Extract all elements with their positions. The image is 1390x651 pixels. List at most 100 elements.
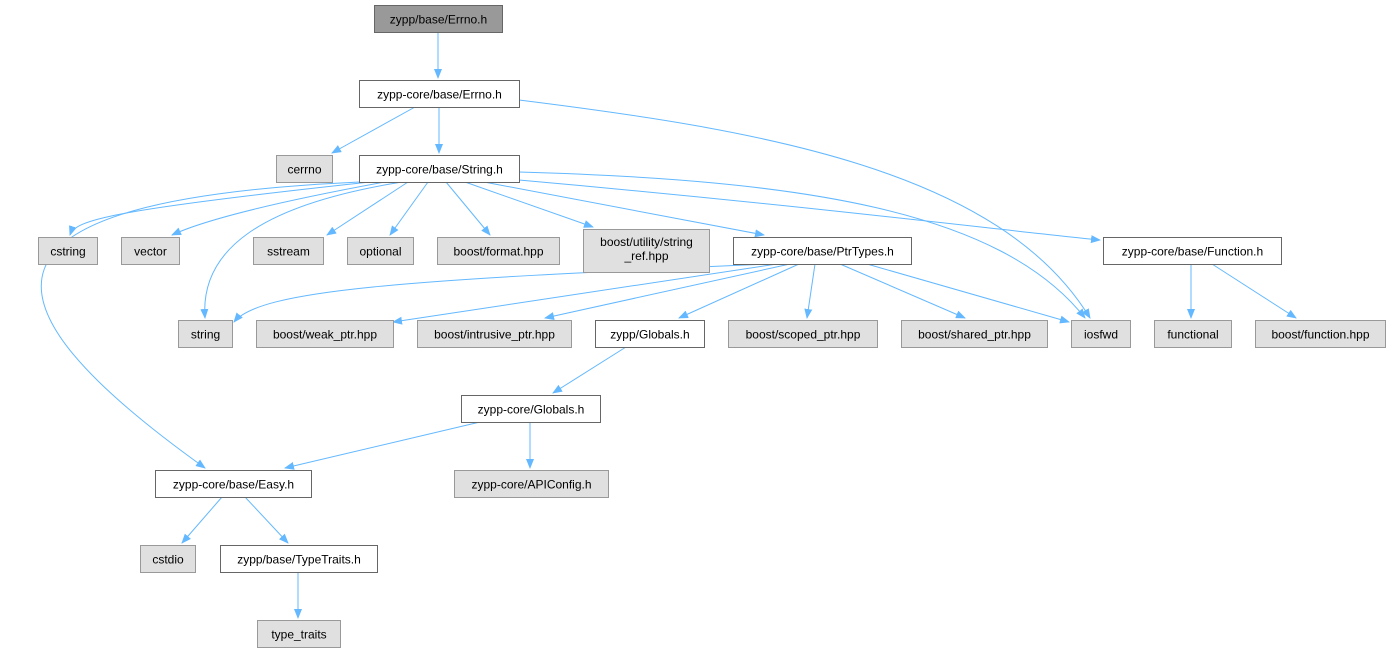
edge-string_h-to-sstream	[326, 181, 409, 236]
node-label: boost/shared_ptr.hpp	[918, 328, 1031, 342]
edge-function_h-to-boost_function	[1211, 263, 1297, 319]
edge-ptrtypes-to-weak_ptr	[392, 263, 778, 325]
node-box	[728, 320, 878, 348]
node-label: type_traits	[271, 628, 326, 642]
edge-string_h-to-optional	[389, 181, 429, 236]
edge-string_h-to-string	[200, 181, 403, 319]
edge-core_globals-to-easy_h	[284, 421, 481, 470]
node-boost-function: boost/function.hpp	[1255, 320, 1386, 348]
node-apiconfig: zypp-core/APIConfig.h	[454, 470, 609, 498]
node-label: zypp-core/base/Easy.h	[173, 478, 294, 492]
node-box	[1255, 320, 1386, 348]
edge-ptrtypes-to-iosfwd	[866, 263, 1070, 324]
edge-ptrtypes-to-zypp_globals	[678, 263, 800, 319]
node-optional: optional	[347, 237, 414, 265]
node-label: zypp-core/APIConfig.h	[471, 478, 591, 492]
node-label-line: boost/utility/string	[600, 235, 693, 249]
node-label: vector	[134, 245, 167, 259]
edge-core_errno-to-iosfwd	[518, 99, 1091, 319]
node-label: zypp-core/base/PtrTypes.h	[751, 245, 894, 259]
edge-easy_h-to-cstdio	[181, 496, 223, 544]
node-label: functional	[1167, 328, 1218, 342]
node-box	[733, 237, 912, 265]
node-label: cerrno	[287, 163, 321, 177]
edge-string_h-to-boost_format	[445, 181, 491, 236]
node-box	[1103, 237, 1282, 265]
edge-string_h-to-function_h	[518, 179, 1101, 244]
edge-string_h-to-cstring	[69, 181, 371, 236]
node-label: boost/utility/string_ref.hpp	[600, 235, 693, 263]
node-box	[417, 320, 572, 348]
node-easy-h[interactable]: zypp-core/base/Easy.h	[155, 470, 312, 498]
node-zypp-globals[interactable]: zypp/Globals.h	[595, 320, 705, 348]
node-box	[595, 320, 705, 348]
node-typetraits-h[interactable]: zypp/base/TypeTraits.h	[220, 545, 378, 573]
node-scoped-ptr: boost/scoped_ptr.hpp	[728, 320, 878, 348]
node-box	[437, 237, 560, 265]
node-box	[140, 545, 196, 573]
edge-ptrtypes-to-shared_ptr	[839, 263, 966, 319]
node-functional: functional	[1154, 320, 1232, 348]
node-box	[121, 237, 180, 265]
node-box	[461, 395, 601, 423]
node-core-errno[interactable]: zypp-core/base/Errno.h	[359, 80, 520, 108]
node-function-h[interactable]: zypp-core/base/Function.h	[1103, 237, 1282, 265]
node-box	[256, 320, 394, 348]
node-cstring: cstring	[38, 237, 98, 265]
node-label: optional	[359, 245, 401, 259]
node-weak-ptr: boost/weak_ptr.hpp	[256, 320, 394, 348]
edge-string_h-to-ptrtypes	[483, 181, 765, 238]
node-label: boost/function.hpp	[1271, 328, 1369, 342]
node-box	[1154, 320, 1232, 348]
node-label: cstdio	[152, 553, 184, 567]
node-cerrno: cerrno	[276, 155, 333, 183]
node-label: boost/intrusive_ptr.hpp	[434, 328, 555, 342]
node-label: boost/scoped_ptr.hpp	[746, 328, 861, 342]
node-box	[38, 237, 98, 265]
node-iosfwd: iosfwd	[1071, 320, 1131, 348]
node-label: zypp-core/base/String.h	[376, 163, 503, 177]
node-box	[583, 229, 710, 273]
node-box	[454, 470, 609, 498]
node-box	[1071, 320, 1131, 348]
edge-string_h-to-vector	[171, 181, 386, 236]
node-label: cstring	[50, 245, 85, 259]
edge-easy_h-to-typetraits_h	[244, 496, 289, 544]
node-shared-ptr: boost/shared_ptr.hpp	[901, 320, 1048, 348]
node-sstream: sstream	[253, 237, 324, 265]
nodes-layer: zypp/base/Errno.h zypp-core/base/Errno.h c…	[38, 5, 1386, 648]
node-box	[359, 80, 520, 108]
node-root[interactable]: zypp/base/Errno.h	[374, 5, 503, 33]
node-string-h[interactable]: zypp-core/base/String.h	[359, 155, 520, 183]
node-intrusive-ptr: boost/intrusive_ptr.hpp	[417, 320, 572, 348]
node-box	[276, 155, 333, 183]
node-box	[220, 545, 378, 573]
node-box	[257, 620, 341, 648]
node-label: zypp/base/Errno.h	[390, 13, 487, 27]
node-string: string	[178, 320, 233, 348]
edge-string_h-to-string_ref	[464, 181, 594, 228]
node-core-globals[interactable]: zypp-core/Globals.h	[461, 395, 601, 423]
node-string-ref: boost/utility/string_ref.hpp	[583, 229, 710, 273]
node-box	[178, 320, 233, 348]
node-label: zypp/Globals.h	[610, 328, 689, 342]
node-ptrtypes[interactable]: zypp-core/base/PtrTypes.h	[733, 237, 912, 265]
node-label: zypp-core/base/Function.h	[1122, 245, 1263, 259]
node-vector: vector	[121, 237, 180, 265]
node-cstdio: cstdio	[140, 545, 196, 573]
node-label: sstream	[267, 245, 310, 259]
node-label: boost/weak_ptr.hpp	[273, 328, 377, 342]
node-label: iosfwd	[1084, 328, 1118, 342]
edge-core_errno-to-cerrno	[331, 106, 416, 154]
node-label: string	[191, 328, 220, 342]
edge-ptrtypes-to-scoped_ptr	[804, 263, 816, 319]
edge-string_h-to-iosfwd	[518, 171, 1086, 319]
node-label: zypp/base/TypeTraits.h	[237, 553, 361, 567]
edge-zypp_globals-to-core_globals	[552, 346, 627, 394]
edges-layer	[40, 32, 1297, 619]
node-label: boost/format.hpp	[453, 245, 543, 259]
node-label-line: _ref.hpp	[623, 249, 668, 263]
edge-string_h-to-easy_h	[40, 181, 361, 469]
node-box	[347, 237, 414, 265]
node-boost-format: boost/format.hpp	[437, 237, 560, 265]
